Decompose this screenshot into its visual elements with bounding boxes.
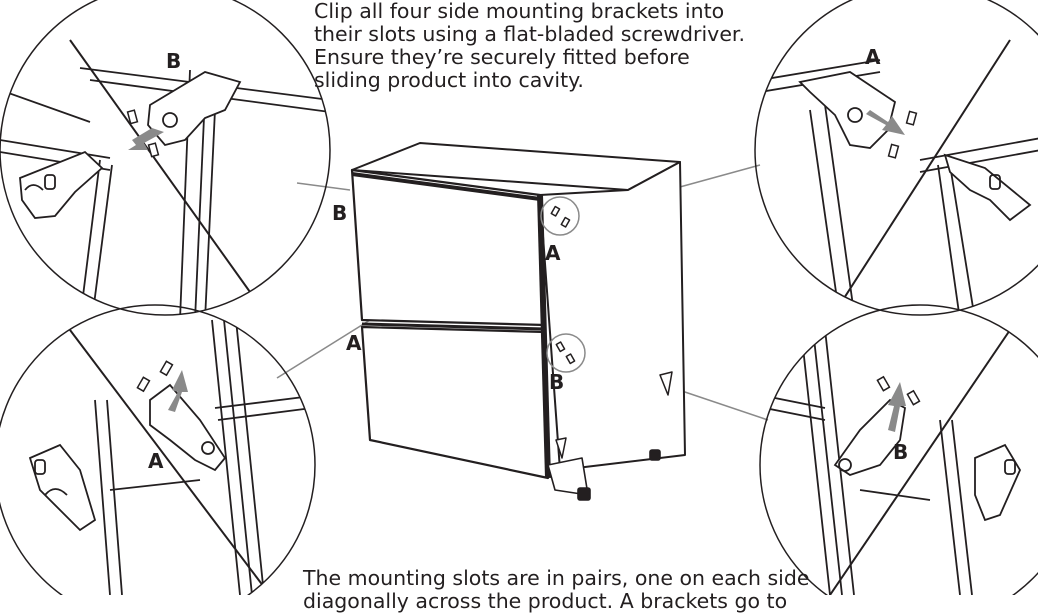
mounting-slot [560,216,571,228]
bracket-label: B [332,201,347,225]
instruction-line: sliding product into cavity. [314,68,584,92]
arrow-icon [168,370,188,412]
bracket-label: B [549,370,564,394]
mounting-slot [126,109,139,125]
instruction-text-top: Clip all four side mounting brackets int… [314,0,745,92]
upper-drawer-trim [351,172,541,201]
mounting-slot [887,143,900,159]
instruction-line: Ensure they’re securely fitted before [314,45,690,69]
bracket-label: A [865,45,881,69]
leader-line-bottom-left [276,319,371,379]
zoom-circle-bottom-right: B [759,304,1038,595]
bracket-label: B [166,49,181,73]
instruction-line: Clip all four side mounting brackets int… [314,0,725,23]
mounting-slot [565,353,576,365]
front-foot [577,487,591,501]
leader-line-top-left [296,182,351,191]
instruction-line: their slots using a flat-bladed screwdri… [314,22,745,46]
drawer-appliance [350,142,686,501]
upper-drawer-front [350,168,547,327]
installation-diagram: B A [0,0,1038,595]
arrow-icon [888,382,906,432]
side-clip [659,371,673,396]
front-clip [555,437,567,459]
mounting-slot [906,389,921,406]
arrow-icon [128,128,164,150]
slot-highlight-a [540,196,580,236]
zoom-circle-top-left: B [0,0,331,316]
mounting-slot [550,205,561,217]
drawer-gap [361,322,546,331]
mounting-slot [905,110,918,126]
zoom-circle-outline [754,0,1038,316]
zoom-circle-top-right: A [754,0,1038,316]
zoom-circle-outline [0,304,316,595]
arrow-icon [866,110,905,135]
bracket-label: B [893,440,908,464]
bracket-label: A [148,449,164,473]
bracket-label: A [346,331,362,355]
zoom-circle-outline [759,304,1038,595]
appliance-side [539,161,686,471]
bracket-label: A [545,241,561,265]
instruction-line: The mounting slots are in pairs, one on … [303,566,810,590]
lower-drawer-front [360,325,550,480]
mounting-slot [876,375,891,392]
zoom-circle-outline [0,0,331,316]
mounting-slot [159,360,174,377]
slot-highlight-b [546,333,586,373]
zoom-circle-bottom-left: A [0,304,316,595]
front-frame-edge [537,194,551,479]
rear-foot [649,449,661,461]
mounting-slot [147,142,160,158]
mounting-slot [555,341,566,353]
mounting-slot [136,376,151,393]
